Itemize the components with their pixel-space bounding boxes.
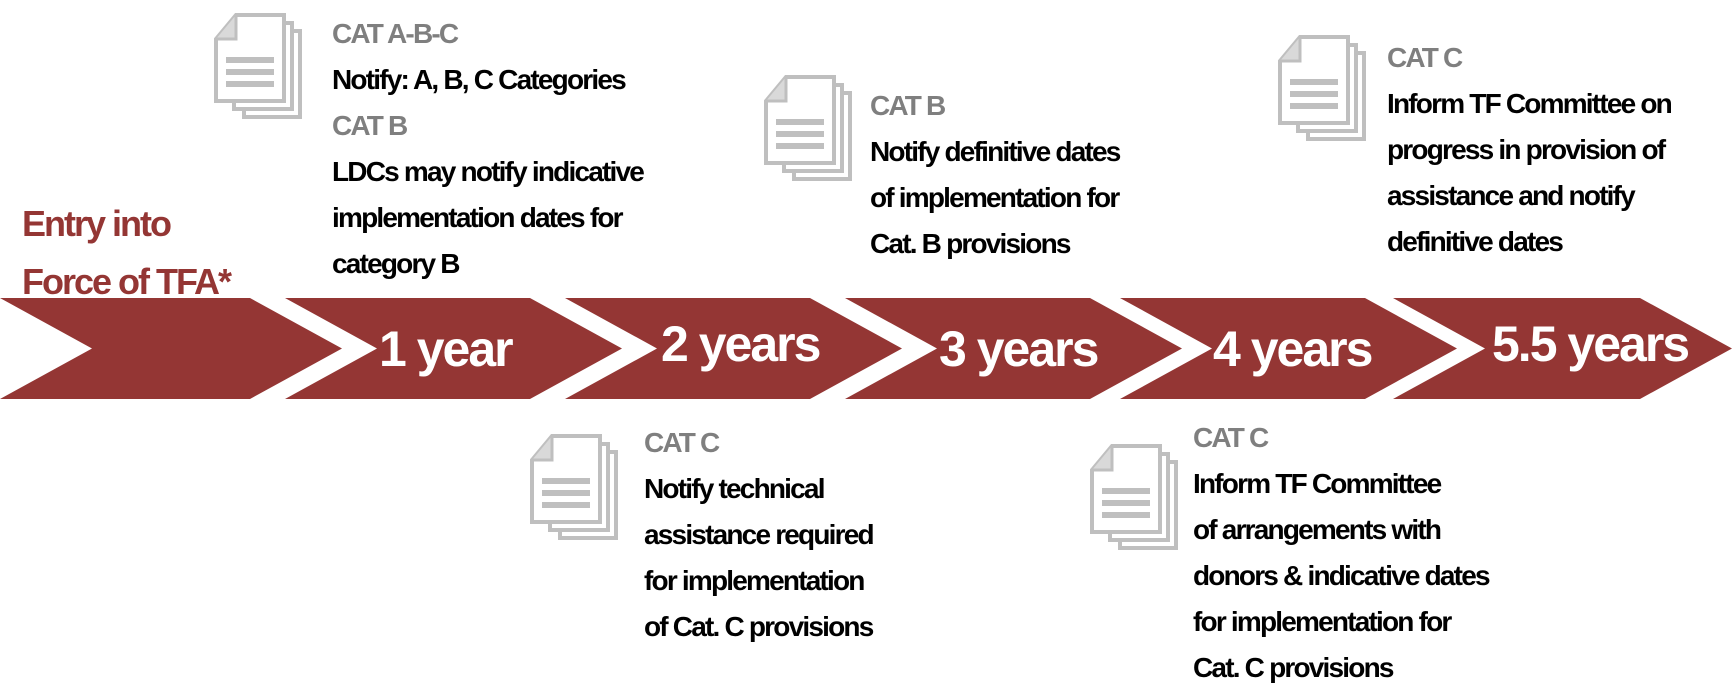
note-year-2-line-3: for implementation (644, 565, 865, 596)
document-stack-icon (1278, 35, 1366, 141)
note-year-5-5-line-4: definitive dates (1387, 226, 1564, 257)
note-year-3-category: CAT B (870, 90, 946, 121)
entry-line-1: Entry into (22, 203, 172, 244)
note-year-4: CAT C Inform TF Committee of arrangement… (1193, 415, 1491, 691)
note-year-4-line-4: for implementation for (1193, 606, 1452, 637)
note-year-3-line-2: of implementation for (870, 182, 1120, 213)
chevron-start (0, 298, 342, 399)
note-year-3-line-1: Notify definitive dates (870, 136, 1121, 167)
note-year-1-category-2: CAT B (332, 110, 408, 141)
chevron-segment (845, 298, 1182, 399)
document-stack-icon (214, 13, 302, 119)
note-year-2: CAT C Notify technical assistance requir… (644, 420, 875, 650)
note-year-4-line-5: Cat. C provisions (1193, 652, 1394, 683)
note-year-2-line-2: assistance required (644, 519, 875, 550)
note-year-5-5-category: CAT C (1387, 42, 1463, 73)
note-year-1-text-2-line-2: implementation dates for (332, 202, 624, 233)
note-year-4-category: CAT C (1193, 422, 1269, 453)
note-year-1-text-1: Notify: A, B, C Categories (332, 64, 627, 95)
note-year-1-text-2-line-3: category B (332, 248, 461, 279)
note-year-5-5-line-1: Inform TF Committee on (1387, 88, 1673, 119)
note-year-5-5-line-2: progress in provision of (1387, 134, 1666, 165)
stage-label-1-year: 1 year (379, 321, 514, 377)
stage-label-2-years: 2 years (661, 316, 821, 372)
chevron-segment (565, 298, 902, 399)
note-year-2-line-4: of Cat. C provisions (644, 611, 874, 642)
note-year-4-line-1: Inform TF Committee (1193, 468, 1442, 499)
note-year-2-line-1: Notify technical (644, 473, 825, 504)
stage-label-3-years: 3 years (939, 321, 1099, 377)
document-stack-icon (530, 434, 618, 540)
document-stack-icon (1090, 444, 1178, 550)
entry-line-2: Force of TFA* (22, 261, 232, 302)
note-year-2-category: CAT C (644, 427, 720, 458)
note-year-3: CAT B Notify definitive dates of impleme… (870, 83, 1121, 267)
note-year-4-line-2: of arrangements with (1193, 514, 1442, 545)
note-year-5-5-line-3: assistance and notify (1387, 180, 1636, 211)
note-year-3-line-3: Cat. B provisions (870, 228, 1071, 259)
note-year-1-category-1: CAT A-B-C (332, 18, 459, 49)
stage-label-4-years: 4 years (1213, 321, 1373, 377)
note-year-1: CAT A-B-C Notify: A, B, C Categories CAT… (332, 11, 645, 287)
stage-label-5-5-years: 5.5 years (1492, 316, 1690, 372)
note-year-1-text-2-line-1: LDCs may notify indicative (332, 156, 645, 187)
entry-into-force-label: Entry into Force of TFA* (22, 195, 232, 311)
chevron-segment (1120, 298, 1457, 399)
note-year-5-5: CAT C Inform TF Committee on progress in… (1387, 35, 1673, 265)
note-year-4-line-3: donors & indicative dates (1193, 560, 1491, 591)
chevron-segment (285, 298, 622, 399)
chevron-group (0, 298, 1732, 399)
chevron-segment (1393, 298, 1732, 399)
document-stack-icon (764, 75, 852, 181)
